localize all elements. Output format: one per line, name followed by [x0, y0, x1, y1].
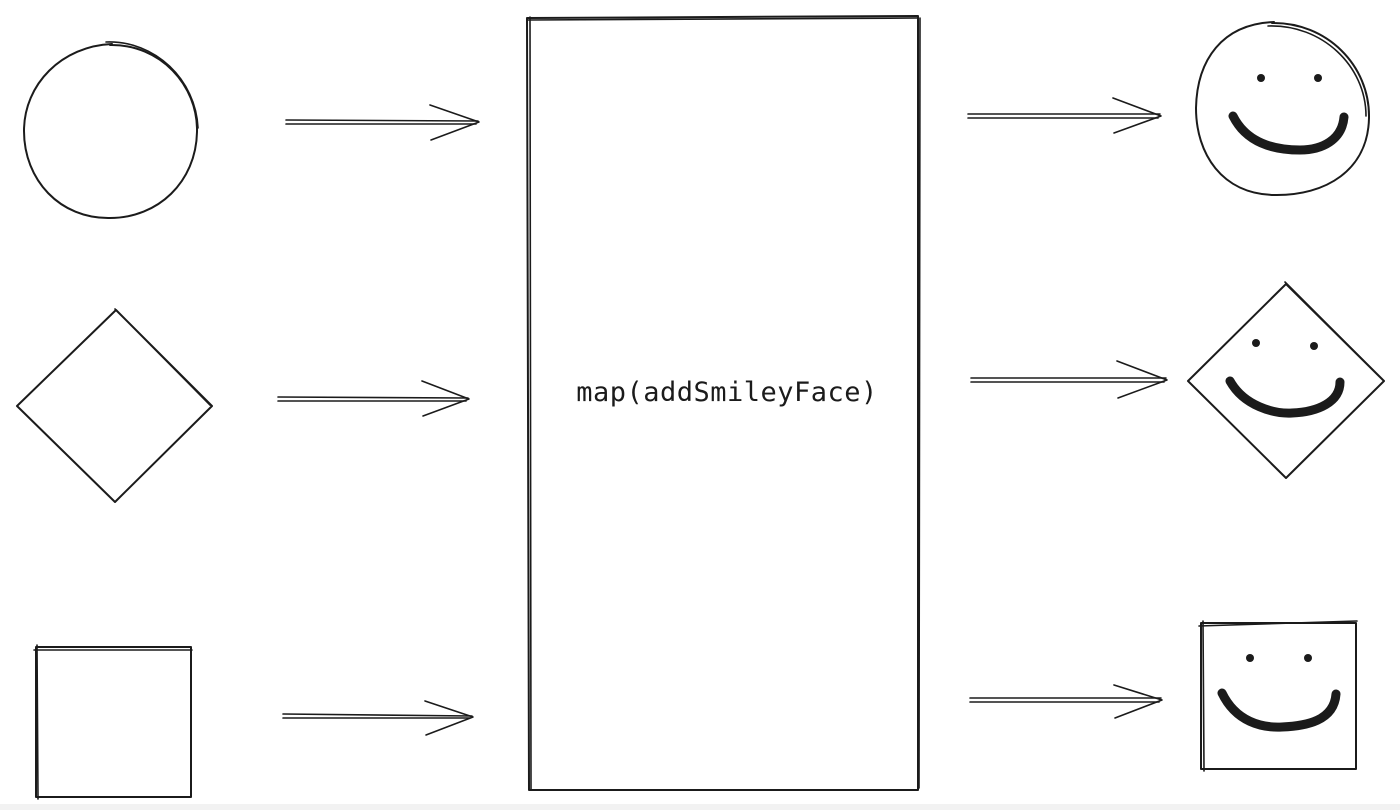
smiley-mouth [1225, 376, 1345, 418]
smiley-eye-left [1257, 74, 1265, 82]
smiley-eye-left [1246, 654, 1254, 662]
arrow-output-1 [967, 97, 1162, 134]
input-diamond [16, 308, 213, 503]
smiley-eye-right [1310, 342, 1318, 350]
arrow-input-2 [277, 380, 470, 417]
input-square [33, 644, 193, 800]
function-label: map(addSmileyFace) [576, 377, 878, 408]
smiley-mouth [1228, 111, 1349, 155]
smiley-eye-right [1314, 74, 1322, 82]
arrow-output-2 [970, 360, 1168, 399]
output-smiley-square [1198, 620, 1358, 772]
output-smiley-diamond [1187, 281, 1385, 479]
arrow-output-3 [969, 684, 1163, 719]
smiley-mouth [1217, 688, 1341, 732]
smiley-eye-right [1304, 654, 1312, 662]
map-function-box [526, 15, 921, 791]
output-smiley-circle [1195, 21, 1371, 197]
arrow-input-3 [282, 700, 474, 736]
bottom-edge-strip [0, 804, 1400, 810]
smiley-eye-left [1252, 339, 1260, 347]
arrow-input-1 [285, 104, 480, 141]
input-circle [23, 41, 199, 220]
